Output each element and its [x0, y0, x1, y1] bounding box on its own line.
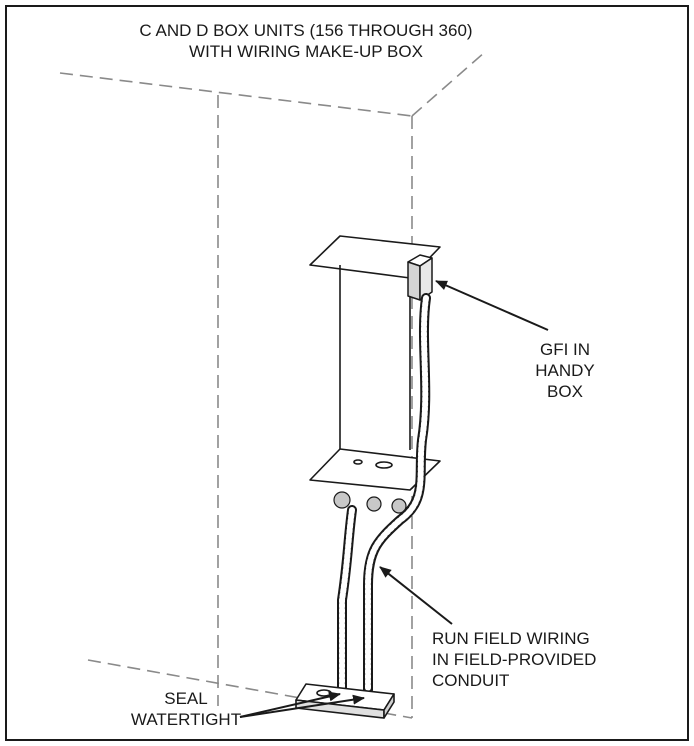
figure-title-line-2: WITH WIRING MAKE-UP BOX: [189, 42, 423, 61]
conduit-callout-line-2: IN FIELD-PROVIDED: [432, 650, 597, 669]
seal-callout-line-2: WATERTIGHT: [130, 710, 242, 729]
knockout-holes: [333, 491, 407, 514]
conduit-callout-line-3: CONDUIT: [432, 671, 510, 690]
figure-title-line-1: C AND D BOX UNITS (156 THROUGH 360): [139, 21, 473, 40]
seal-callout-label: SEAL WATERTIGHT: [126, 688, 246, 730]
gfi-callout-line-3: BOX: [547, 382, 583, 401]
gfi-callout-line-2: HANDY: [535, 361, 595, 380]
conduit-callout-line-1: RUN FIELD WIRING: [432, 629, 590, 648]
gfi-callout-line-1: GFI IN: [539, 340, 591, 359]
gfi-handy-box: [407, 254, 433, 301]
callout-arrows: [239, 280, 549, 718]
figure-title: C AND D BOX UNITS (156 THROUGH 360) WITH…: [86, 20, 526, 62]
gfi-callout-label: GFI IN HANDY BOX: [500, 339, 630, 402]
conduit-runs: [337, 293, 431, 695]
unit-cabinet-outline: [59, 51, 486, 719]
seal-callout-line-1: SEAL: [164, 689, 208, 708]
conduit-callout-label: RUN FIELD WIRING IN FIELD-PROVIDED CONDU…: [432, 628, 672, 691]
